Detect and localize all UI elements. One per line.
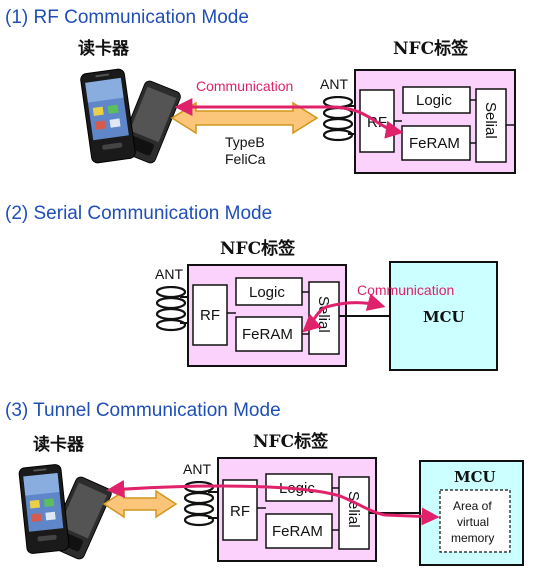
mode-1-title: (1) RF Communication Mode: [5, 7, 249, 28]
mode-3-wireless-arrow: [102, 489, 178, 519]
mode-1-tag-label: NFC标签: [393, 38, 469, 59]
mode-1-protocol-typeb: TypeB: [225, 134, 265, 150]
mode-2-ant-label: ANT: [155, 266, 183, 282]
mode-1-logic-block: [402, 86, 471, 114]
mode-3-virtual-memory-line-1: Area of: [453, 499, 492, 513]
mode-1-reader-label: 读卡器: [78, 38, 130, 59]
mode-2-title: (2) Serial Communication Mode: [5, 203, 272, 224]
mode-3-ant-label: ANT: [183, 461, 211, 477]
mode-2-communication-path: [302, 293, 386, 333]
mode-3-tunnel-communication-path: [106, 480, 440, 526]
mode-2-rf-block: [192, 284, 228, 346]
mode-3-virtual-memory-line-2: virtual: [457, 515, 489, 529]
mode-1-communication-path: [174, 98, 404, 139]
mode-1-protocol-felica: FeliCa: [225, 151, 266, 167]
mode-3-mcu-label: MCU: [454, 468, 496, 486]
mode-1-communication-label: Communication: [196, 78, 293, 94]
mode-2-rf-text: RF: [200, 307, 220, 324]
mode-3-reader-phone-icon: [18, 463, 114, 562]
mode-2-tag-label: NFC标签: [220, 238, 296, 259]
mode-1-ant-label: ANT: [320, 76, 348, 92]
mode-1-serial-block: [475, 88, 507, 163]
mode-3-title: (3) Tunnel Communication Mode: [5, 400, 281, 421]
mode-2-serial-communication: (2) Serial Communication Mode NFC标签 ANT …: [5, 203, 498, 371]
mode-1-rf-communication: (1) RF Communication Mode 读卡器 NFC标签 Comm…: [5, 7, 516, 174]
mode-1-coil-antenna-icon: [322, 96, 354, 142]
mode-3-feram-text: FeRAM: [272, 523, 323, 540]
mode-3-tag-label: NFC标签: [253, 431, 329, 452]
mode-1-logic-text: Logic: [416, 92, 452, 109]
mode-3-serial-text: Selial: [345, 491, 362, 528]
mode-3-reader-label: 读卡器: [33, 434, 85, 455]
mode-3-rf-text: RF: [230, 503, 250, 520]
mode-3-virtual-memory-area: [439, 489, 511, 553]
mode-1-serial-text: Selial: [482, 102, 499, 139]
mode-2-communication-label: Communication: [357, 282, 454, 298]
mode-2-feram-text: FeRAM: [242, 326, 293, 343]
mode-2-mcu-label: MCU: [423, 308, 465, 326]
mode-3-virtual-memory-line-3: memory: [451, 531, 494, 545]
mode-2-feram-block: [235, 316, 303, 352]
mode-3-tunnel-communication: (3) Tunnel Communication Mode 读卡器 NFC标签 …: [5, 400, 524, 566]
mode-2-logic-text: Logic: [249, 284, 285, 301]
mode-2-mcu-block: [389, 261, 498, 371]
mode-1-reader-phone-icon: [79, 67, 183, 166]
mode-1-feram-text: FeRAM: [409, 135, 460, 152]
